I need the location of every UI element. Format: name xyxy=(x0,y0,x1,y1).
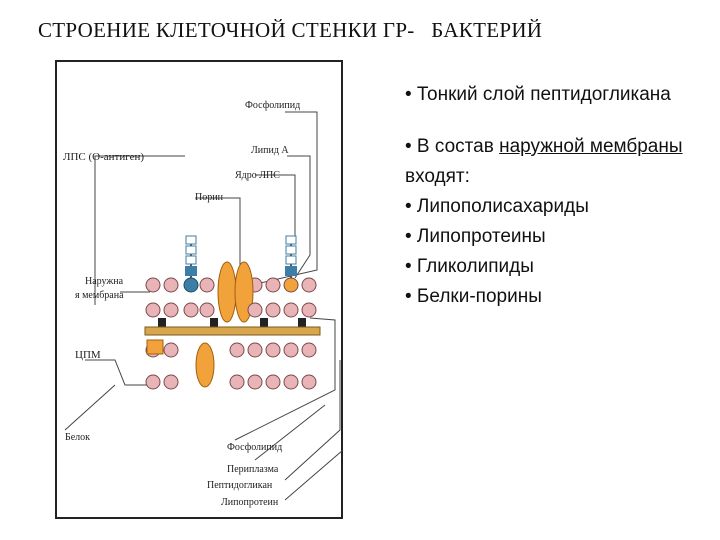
anchor-block xyxy=(298,318,306,327)
figure-frame xyxy=(55,60,343,519)
lipid-head xyxy=(199,277,215,293)
lps-molecules xyxy=(185,235,297,278)
o-antigen-unit xyxy=(285,255,297,265)
lipid-head xyxy=(247,374,263,390)
lipid-head xyxy=(247,342,263,358)
porins xyxy=(217,261,254,323)
cell-wall-diagram: Фосфолипид Липид А ЛПС (О-антиген) Ядро … xyxy=(55,60,344,519)
label-porin: Порин xyxy=(195,192,224,203)
lipid-head xyxy=(183,277,199,293)
lipid-head xyxy=(283,374,299,390)
lipid-head xyxy=(229,374,245,390)
membrane-protein xyxy=(146,339,164,355)
bullet-glycolipids: • Гликолипиды xyxy=(405,256,534,277)
label-outer-membrane-2: я мембрана xyxy=(75,290,124,301)
label-cpm: ЦПМ xyxy=(75,349,101,361)
slide-title: СТРОЕНИЕ КЛЕТОЧНОЙ СТЕНКИ ГР- БАКТЕРИЙ xyxy=(38,18,543,42)
lipid-head xyxy=(301,302,317,318)
o-antigen-unit xyxy=(285,245,297,255)
lipid-head xyxy=(247,302,263,318)
lps-core-square xyxy=(285,266,297,276)
anchor-block xyxy=(158,318,166,327)
lipid-head xyxy=(163,342,179,358)
bullet-lipopolysaccharides: • Липополисахариды xyxy=(405,196,589,217)
cpm-top-leaflet xyxy=(145,342,317,358)
anchor-block xyxy=(260,318,268,327)
bullet-thin-peptidoglycan: • Тонкий слой пептидогликана xyxy=(405,84,671,105)
label-lipid-a: Липид А xyxy=(251,145,289,156)
peptidoglycan-layer xyxy=(144,326,321,336)
bullet-text: входят: xyxy=(405,166,470,187)
bullet-underlined-text: наружной мембраны xyxy=(499,136,683,157)
lipid-head xyxy=(163,277,179,293)
membrane-protein-ellipse xyxy=(195,342,215,388)
o-antigen-unit xyxy=(185,235,197,245)
outer-membrane-bottom-leaflet xyxy=(145,302,317,318)
lipid-head xyxy=(145,277,161,293)
lps-core-square xyxy=(185,266,197,276)
bullet-lipoproteins: • Липопротеины xyxy=(405,226,546,247)
label-protein: Белок xyxy=(65,432,90,443)
lipid-head xyxy=(301,342,317,358)
lipid-head xyxy=(283,302,299,318)
lipid-head xyxy=(229,342,245,358)
lipid-head xyxy=(265,277,281,293)
cytoplasmic-membrane xyxy=(145,339,317,390)
label-lps: ЛПС (О-антиген) xyxy=(63,151,144,163)
lipid-head xyxy=(265,374,281,390)
cpm-bottom-leaflet xyxy=(145,374,317,390)
lipid-head xyxy=(265,302,281,318)
anchor-block xyxy=(210,318,218,327)
o-antigen-unit xyxy=(185,255,197,265)
bullet-porins: • Белки-порины xyxy=(405,286,542,307)
o-antigen-unit xyxy=(285,235,297,245)
lipid-head xyxy=(183,302,199,318)
lipid-head xyxy=(163,374,179,390)
lipid-head xyxy=(265,342,281,358)
label-outer-membrane-1: Наружна xyxy=(85,276,124,287)
porin-ellipse xyxy=(217,261,237,323)
bullet-outer-membrane-contents: • В состав наружной мембраны входят: xyxy=(405,132,710,192)
lps-right xyxy=(285,235,297,278)
lipid-head xyxy=(283,277,299,293)
lipid-head xyxy=(199,302,215,318)
lipoprotein-anchors xyxy=(158,318,306,327)
lipid-head xyxy=(145,374,161,390)
label-lipoprotein: Липопротеин xyxy=(221,497,279,508)
label-phospholipid-bottom: Фосфолипид xyxy=(227,442,282,453)
lipid-head xyxy=(145,302,161,318)
label-peptidoglycan: Пептидогликан xyxy=(207,480,273,491)
lps-left xyxy=(185,235,197,278)
lipid-head xyxy=(301,277,317,293)
label-periplasm: Периплазма xyxy=(227,464,279,475)
lipid-head xyxy=(283,342,299,358)
label-lps-core: Ядро ЛПС xyxy=(235,170,280,181)
lipid-head xyxy=(301,374,317,390)
lipid-head xyxy=(163,302,179,318)
bullet-text: • В состав xyxy=(405,136,500,157)
o-antigen-unit xyxy=(185,245,197,255)
label-phospholipid-top: Фосфолипид xyxy=(245,100,300,111)
bullet-list: • Тонкий слой пептидогликана • В состав … xyxy=(405,80,710,312)
outer-membrane-top-leaflet xyxy=(145,277,317,293)
